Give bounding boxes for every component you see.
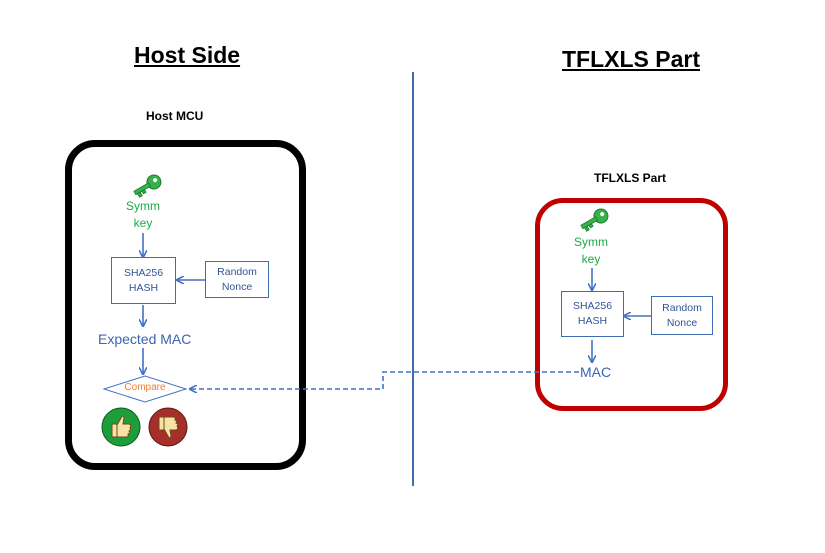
host-sha256-hash-box: SHA256 HASH: [111, 257, 176, 304]
host-mcu-label: Host MCU: [146, 109, 204, 123]
tflxls-part-box: [535, 198, 728, 411]
part-sha256-hash-box: SHA256 HASH: [561, 291, 624, 337]
compare-diamond: [102, 375, 188, 403]
compare-label: Compare: [124, 382, 166, 393]
host-random-nonce-box: Random Nonce: [205, 261, 269, 298]
expected-mac-label: Expected MAC: [98, 331, 192, 347]
host-symm-key-label: Symm key: [126, 199, 160, 230]
center-divider: [412, 72, 414, 486]
dashed-mac-to-compare: [190, 371, 579, 389]
host-side-heading: Host Side: [134, 42, 241, 68]
host-mcu-box: [65, 140, 306, 470]
part-random-nonce-box: Random Nonce: [651, 296, 713, 335]
tflxls-part-label: TFLXLS Part: [594, 171, 667, 185]
part-symm-key-label: Symm key: [574, 235, 608, 266]
tflxls-part-heading: TFLXLS Part: [562, 46, 701, 72]
part-mac-label: MAC: [580, 364, 612, 380]
